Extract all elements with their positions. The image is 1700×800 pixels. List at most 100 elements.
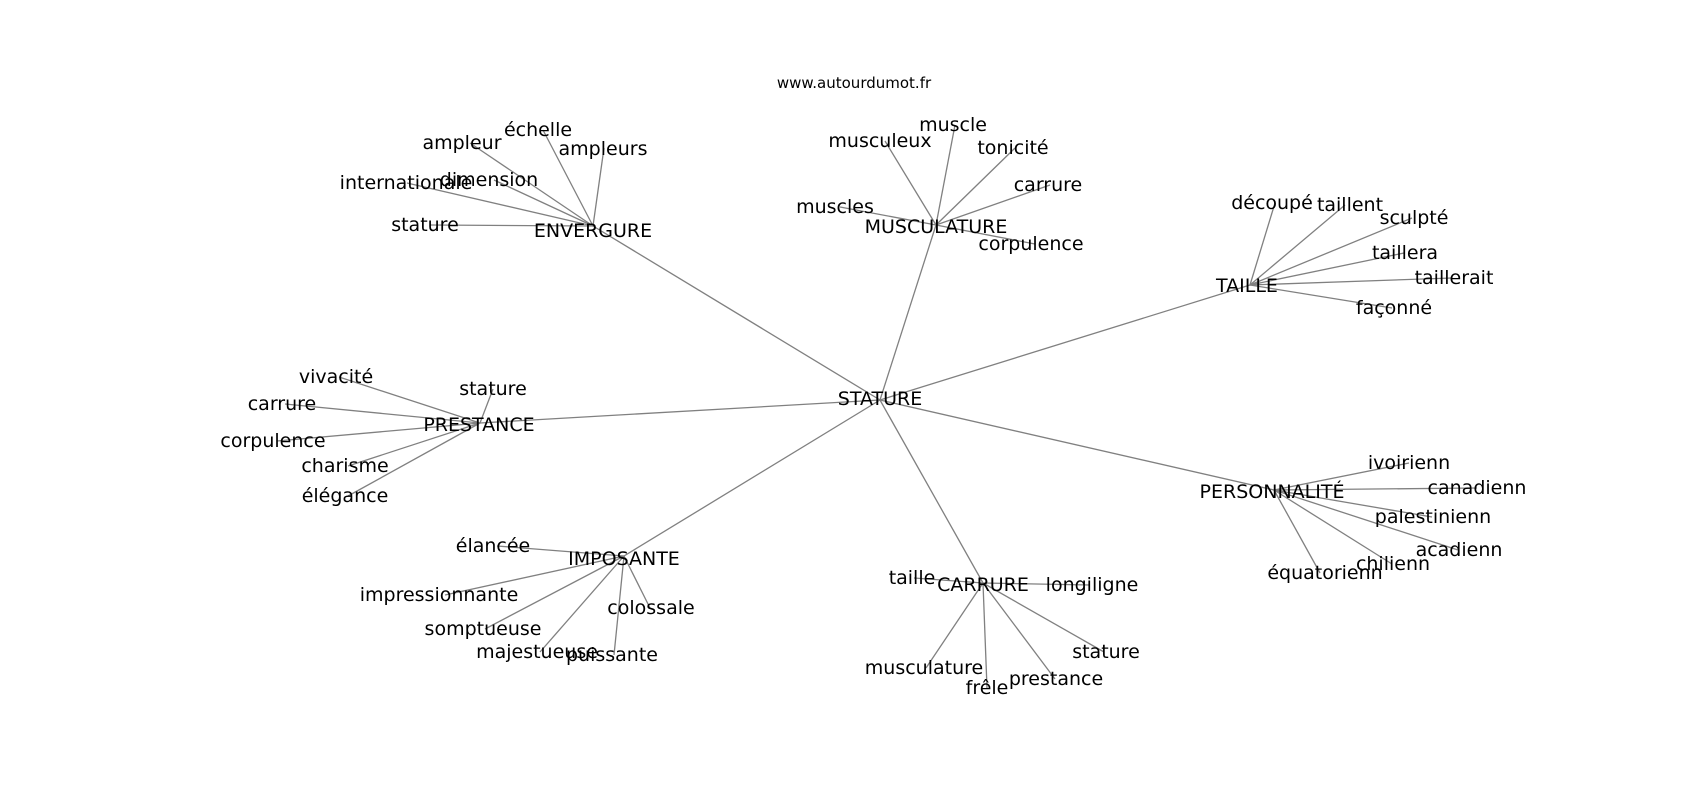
- edge-cluster-6-word-5: [982, 582, 1056, 680]
- edge-cluster-6-word-0: [913, 577, 984, 584]
- cluster-node-label: MUSCULATURE: [865, 216, 1008, 238]
- edge-cluster-4-word-2: [1273, 489, 1433, 518]
- word-node-label: muscles: [796, 196, 874, 218]
- edge-cluster-3-word-4: [347, 422, 481, 467]
- edge-cluster-0-word-5: [429, 224, 594, 227]
- edge-cluster-3-word-5: [347, 422, 481, 497]
- word-node-label: ivoirienn: [1368, 452, 1450, 474]
- word-node-label: internationale: [340, 172, 473, 194]
- edge-cluster-6-word-2: [982, 582, 1105, 653]
- cluster-node-label: TAILLE: [1215, 275, 1278, 297]
- edge-cluster-4-word-4: [1273, 489, 1393, 565]
- word-node-label: majestueuse: [476, 641, 598, 663]
- word-node-label: stature: [1072, 641, 1140, 663]
- edge-center-to-6: [879, 399, 984, 584]
- word-node-label: ampleur: [422, 132, 501, 154]
- word-node-label: longiligne: [1046, 574, 1139, 596]
- edge-cluster-4-word-5: [1273, 489, 1321, 574]
- word-node-label: ampleurs: [559, 138, 648, 160]
- edge-cluster-3-word-0: [338, 376, 481, 424]
- edge-cluster-3-word-2: [284, 403, 481, 424]
- word-node-label: façonné: [1356, 297, 1432, 319]
- graph-edges: [276, 124, 1478, 689]
- cluster-node-label: PERSONNALITÉ: [1200, 480, 1345, 503]
- edge-cluster-2-word-1: [1249, 204, 1346, 286]
- edge-cluster-4-word-3: [1273, 489, 1459, 551]
- cluster-node-label: ENVERGURE: [534, 220, 652, 242]
- word-node-label: taillerait: [1415, 267, 1494, 289]
- word-node-label: tonicité: [977, 137, 1048, 159]
- edge-cluster-3-word-3: [276, 422, 481, 442]
- edge-cluster-2-word-5: [1249, 284, 1393, 309]
- word-node-label: impressionnante: [360, 584, 519, 606]
- word-node-label: vivacité: [299, 366, 373, 388]
- edge-cluster-2-word-3: [1249, 252, 1405, 286]
- edge-cluster-0-word-4: [493, 179, 594, 227]
- word-node-label: carrure: [1014, 174, 1083, 196]
- graph-labels: www.autourdumot.fr STATURE ENVERGURE ample…: [220, 74, 1526, 699]
- edge-cluster-5-word-1: [444, 555, 625, 596]
- word-node-label: élégance: [302, 485, 389, 507]
- word-node-label: taillera: [1372, 242, 1438, 264]
- edge-cluster-1-word-5: [935, 224, 1036, 245]
- word-node-label: musculeux: [828, 130, 931, 152]
- word-node-label: colossale: [607, 597, 694, 619]
- edge-cluster-0-word-1: [542, 129, 594, 227]
- word-node-label: carrure: [248, 393, 317, 415]
- cluster-node-label: CARRURE: [937, 574, 1029, 596]
- word-node-label: palestinienn: [1375, 506, 1491, 528]
- word-node-label: découpé: [1231, 192, 1313, 214]
- word-node-label: chilienn: [1356, 553, 1430, 575]
- cluster-node-label: PRESTANCE: [423, 414, 534, 436]
- edge-cluster-6-word-4: [982, 582, 988, 689]
- edge-cluster-1-word-3: [935, 184, 1051, 226]
- edge-cluster-6-word-1: [982, 582, 1091, 586]
- word-node-label: stature: [391, 214, 459, 236]
- center-node-label: STATURE: [838, 388, 922, 410]
- edge-cluster-3-word-1: [479, 388, 494, 424]
- edge-cluster-2-word-4: [1249, 277, 1453, 286]
- edge-center-to-5: [623, 399, 881, 557]
- edge-center-to-1: [879, 224, 937, 401]
- edge-cluster-0-word-3: [406, 182, 594, 227]
- word-node-label: frêle: [966, 677, 1009, 699]
- word-node-label: sculpté: [1380, 207, 1449, 229]
- word-node-label: équatorienn: [1267, 562, 1382, 584]
- word-node-label: dimension: [440, 169, 538, 191]
- edge-cluster-5-word-5: [613, 555, 625, 656]
- source-label: www.autourdumot.fr: [777, 74, 932, 92]
- edge-cluster-4-word-0: [1273, 462, 1410, 491]
- word-node-label: élancée: [456, 535, 530, 557]
- edge-cluster-0-word-2: [592, 147, 605, 227]
- edge-cluster-5-word-0: [496, 545, 625, 557]
- word-node-label: acadienn: [1416, 539, 1503, 561]
- edge-cluster-5-word-3: [484, 555, 625, 630]
- edge-cluster-6-word-3: [925, 582, 984, 669]
- edge-cluster-1-word-2: [935, 147, 1016, 226]
- word-node-label: canadienn: [1428, 477, 1527, 499]
- edge-center-to-0: [592, 225, 881, 401]
- word-node-label: muscle: [919, 114, 987, 136]
- edge-cluster-1-word-1: [935, 124, 956, 226]
- edge-cluster-1-word-0: [884, 140, 937, 226]
- edge-center-to-4: [879, 399, 1275, 491]
- edge-cluster-5-word-2: [623, 555, 651, 609]
- edge-cluster-4-word-1: [1273, 487, 1478, 491]
- word-node-label: corpulence: [978, 233, 1083, 255]
- edge-cluster-2-word-2: [1249, 217, 1413, 286]
- word-node-label: somptueuse: [425, 618, 542, 640]
- word-node-label: prestance: [1009, 668, 1103, 690]
- edge-center-to-2: [879, 284, 1251, 401]
- word-node-label: musculature: [865, 657, 983, 679]
- word-node-label: corpulence: [220, 430, 325, 452]
- word-node-label: taillent: [1317, 194, 1383, 216]
- edge-cluster-1-word-4: [839, 206, 937, 226]
- word-node-label: puissante: [566, 644, 658, 666]
- edge-cluster-5-word-4: [539, 555, 625, 653]
- word-node-label: taille: [889, 567, 936, 589]
- edge-cluster-0-word-0: [469, 142, 594, 227]
- edge-center-to-3: [479, 399, 881, 424]
- cluster-node-label: IMPOSANTE: [568, 548, 680, 570]
- word-node-label: échelle: [504, 119, 572, 141]
